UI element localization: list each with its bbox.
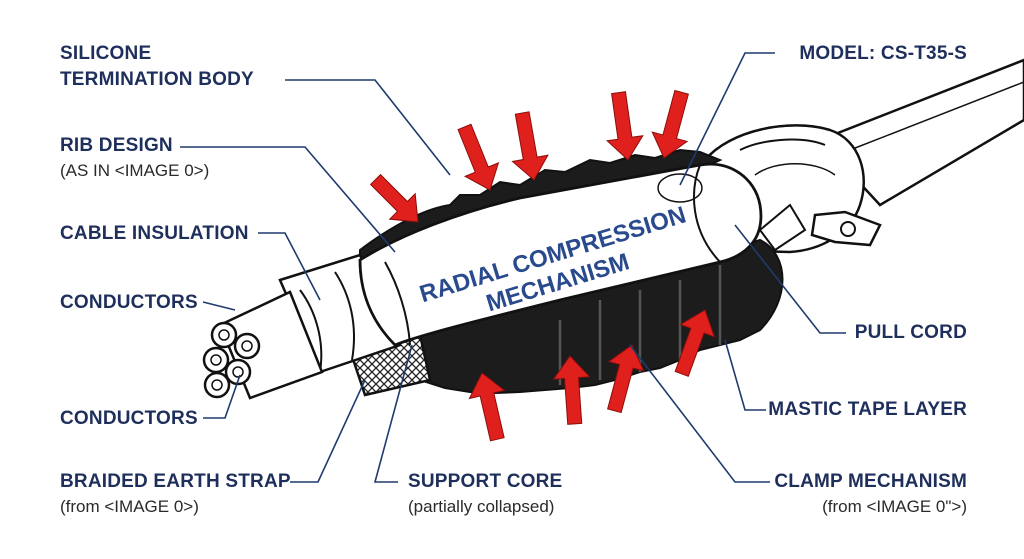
conductor-3 xyxy=(202,346,230,374)
label-silicone-line1: SILICONE xyxy=(60,43,152,64)
label-clamp-mechanism-sub: (from <IMAGE 0">) xyxy=(822,497,967,516)
label-braided-earth-strap-sub: (from <IMAGE 0>) xyxy=(60,497,199,516)
label-model: MODEL: CS-T35-S xyxy=(799,43,967,64)
conductor-5 xyxy=(203,371,231,399)
conductor-1 xyxy=(210,321,238,349)
label-mastic-tape-layer: MASTIC TAPE LAYER xyxy=(768,399,967,420)
conductor-bundle xyxy=(202,290,324,400)
arrow-9 xyxy=(674,309,716,377)
label-pull-cord: PULL CORD xyxy=(854,322,967,343)
leader-lines xyxy=(180,52,846,483)
leader-conductors-bottom xyxy=(203,374,241,419)
label-support-core-sub: (partially collapsed) xyxy=(408,497,555,516)
arrow-3 xyxy=(511,111,549,181)
label-support-core: SUPPORT CORE xyxy=(408,471,563,492)
leader-model xyxy=(679,52,775,186)
leader-cable-insulation xyxy=(258,232,321,301)
white-sleeve xyxy=(358,162,763,347)
leader-conductors-top xyxy=(202,301,236,311)
arrow-1 xyxy=(369,173,419,223)
arrow-5 xyxy=(651,89,689,159)
label-rib-design: RIB DESIGN xyxy=(60,135,173,156)
label-cable-insulation: CABLE INSULATION xyxy=(60,223,249,244)
label-conductors-top: CONDUCTORS xyxy=(60,292,198,313)
leader-clamp xyxy=(629,344,770,483)
arrow-2 xyxy=(457,123,500,191)
label-silicone-line2: TERMINATION BODY xyxy=(60,69,254,90)
conductor-4 xyxy=(224,358,252,386)
leader-support-core xyxy=(373,344,413,483)
leader-pull-cord xyxy=(734,224,846,334)
conductor-2 xyxy=(233,332,261,360)
leader-rib-design xyxy=(180,146,396,253)
leader-mastic xyxy=(724,339,766,411)
arrow-6 xyxy=(468,372,506,442)
compression-arrows xyxy=(369,89,716,442)
label-rib-design-sub: (AS IN <IMAGE 0>) xyxy=(60,161,210,180)
label-braided-earth-strap: BRAIDED EARTH STRAP xyxy=(60,471,291,492)
label-clamp-mechanism: CLAMP MECHANISM xyxy=(774,471,967,492)
leader-braided-strap xyxy=(290,379,366,483)
leader-silicone xyxy=(285,79,451,176)
label-conductors-bottom: CONDUCTORS xyxy=(60,408,198,429)
arrow-4 xyxy=(605,91,644,161)
arrow-8 xyxy=(607,344,645,414)
arrow-7 xyxy=(552,355,591,425)
